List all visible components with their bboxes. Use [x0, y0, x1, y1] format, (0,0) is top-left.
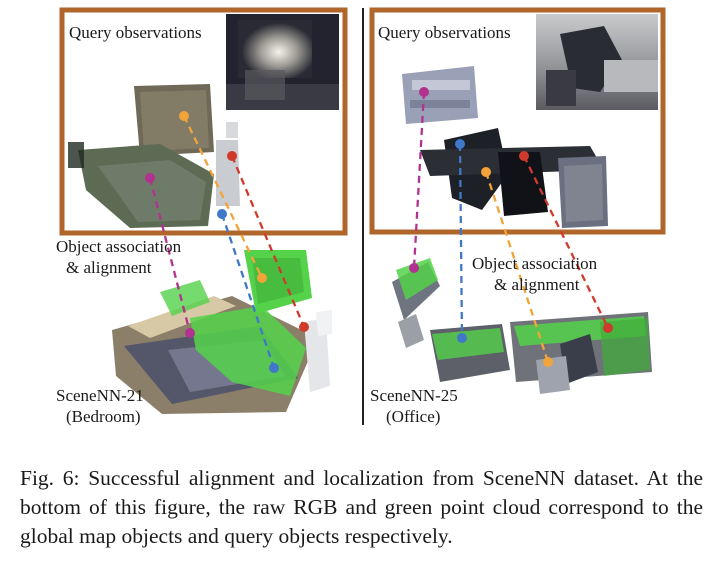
left-scene-label-line2: (Bedroom) — [66, 407, 141, 426]
right-scene-label-line1: SceneNN-25 — [370, 386, 458, 405]
left-query-box — [59, 7, 348, 236]
figure-illustration — [59, 7, 666, 425]
left-correspondence-links — [148, 115, 306, 369]
right-query-title: Query observations — [378, 23, 511, 42]
right-panel — [369, 7, 666, 394]
left-association-label-line2: & alignment — [66, 258, 152, 277]
left-panel — [59, 7, 348, 414]
right-association-label-line1: Object association — [472, 254, 598, 273]
right-association-label-line2: & alignment — [494, 275, 580, 294]
right-scene-label-line2: (Office) — [386, 407, 441, 426]
left-global-map — [112, 250, 332, 414]
left-scene-label-line1: SceneNN-21 — [56, 386, 144, 405]
right-correspondence-links — [412, 91, 610, 363]
left-correspondence-nodes — [145, 111, 309, 373]
left-map-lamp — [304, 318, 330, 392]
left-query-lamp-cloud — [216, 140, 240, 206]
figure-caption: Fig. 6: Successful alignment and localiz… — [20, 465, 703, 548]
left-query-title: Query observations — [69, 23, 202, 42]
left-association-label-line1: Object association — [56, 237, 182, 256]
right-query-box — [369, 7, 666, 235]
left-query-rgb-image — [226, 14, 339, 110]
right-correspondence-nodes — [409, 87, 613, 367]
figure: Query observations Object association & … — [56, 7, 666, 426]
right-global-map — [392, 258, 652, 394]
right-query-shelf-cloud — [402, 66, 478, 124]
right-query-rgb-image — [536, 14, 658, 110]
